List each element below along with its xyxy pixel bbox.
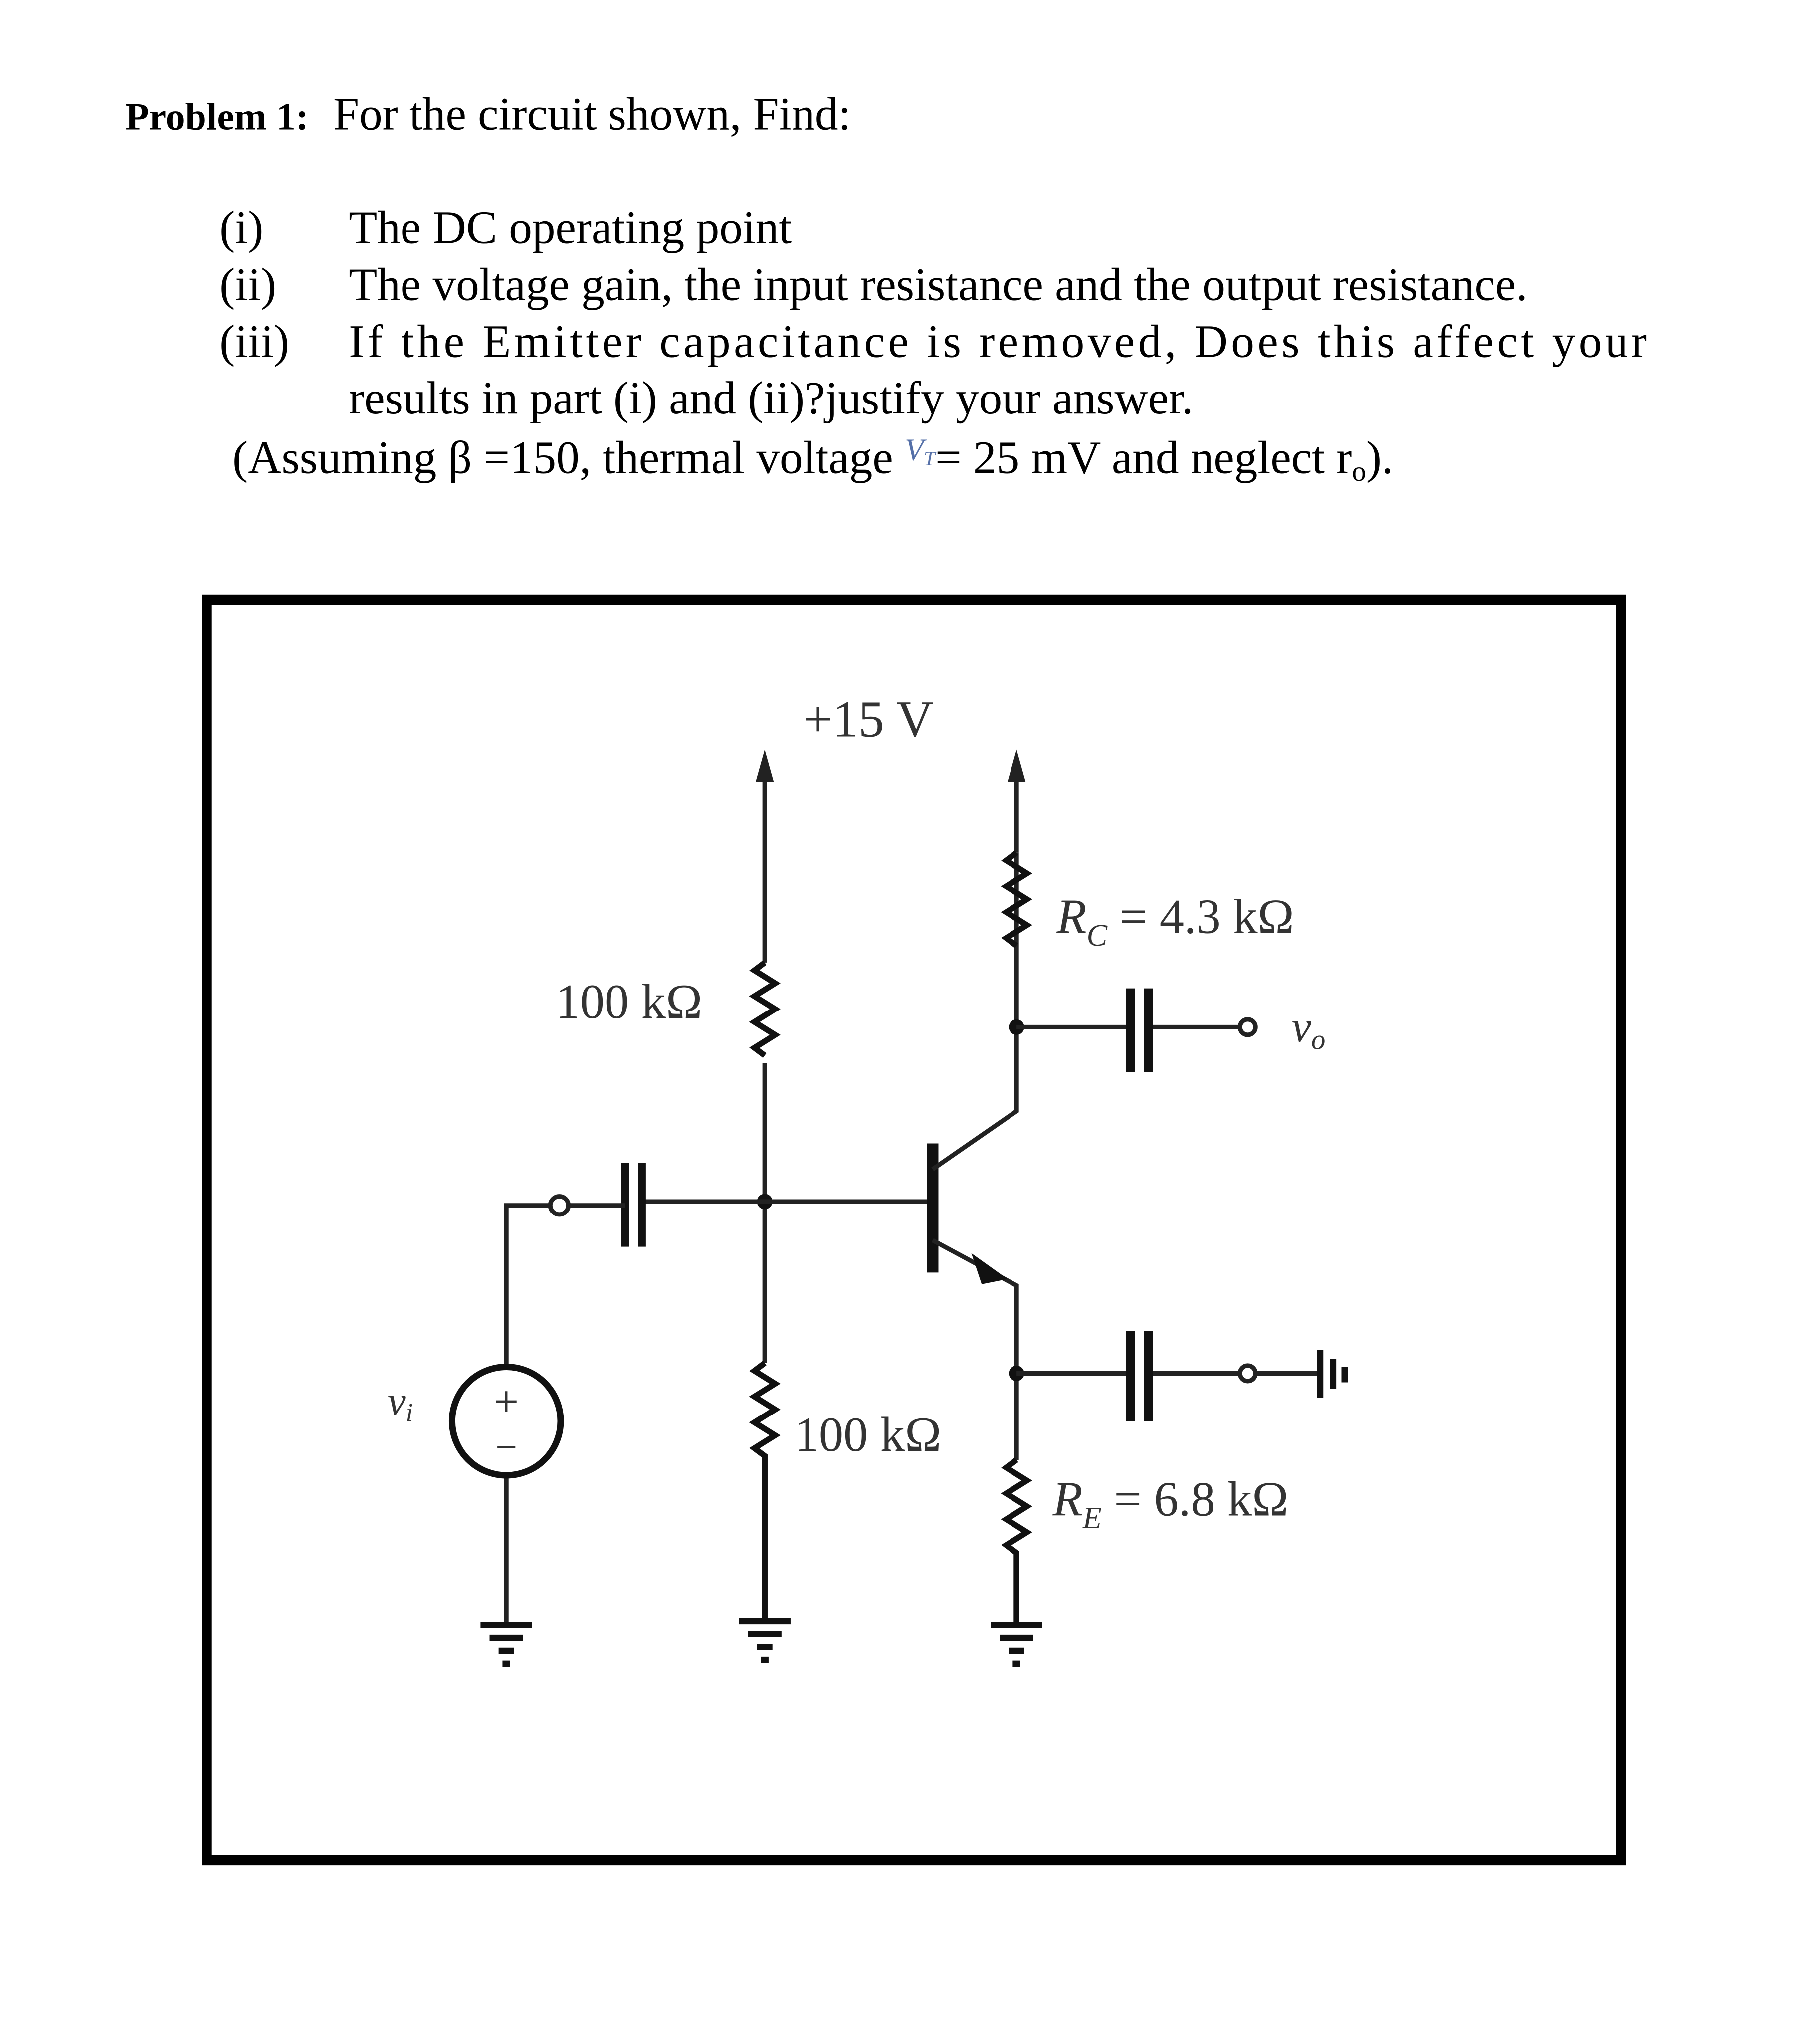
resistor-r2 (749, 1361, 781, 1621)
input-capacitor (621, 1163, 646, 1247)
source-plus: + (494, 1378, 519, 1426)
supply-arrow-right-icon (1008, 749, 1026, 782)
re-label: RE = 6.8 kΩ (1052, 1472, 1289, 1535)
vt-symbol: V (905, 433, 927, 467)
input-terminal[interactable] (548, 1194, 571, 1217)
source-minus: − (495, 1425, 517, 1468)
vi-label: vi (388, 1378, 413, 1427)
vt-subscript: T (924, 447, 937, 470)
supply-arrow-left-icon (756, 749, 774, 782)
item-num-1: (i) (219, 202, 263, 253)
bypass-ground-icon (1317, 1350, 1348, 1398)
bypass-terminal (1237, 1363, 1258, 1384)
vo-label: vo (1292, 1003, 1326, 1056)
r2-label: 100 kΩ (795, 1408, 942, 1462)
r1-label: 100 kΩ (556, 975, 703, 1029)
assumption-line: (Assuming β =150, thermal voltage VT= 25… (232, 432, 1393, 487)
resistor-r1 (749, 960, 781, 1058)
collector-lead (931, 852, 1019, 1171)
ro-subscript: o (1352, 456, 1366, 487)
output-capacitor (1125, 988, 1153, 1073)
emitter-lead (931, 1238, 1019, 1460)
output-terminal[interactable] (1237, 1017, 1258, 1037)
voltage-source-icon (448, 1364, 564, 1479)
resistor-re (1001, 1457, 1032, 1625)
item-num-2: (ii) (219, 259, 276, 310)
ground-icon (480, 1618, 1042, 1667)
supply-label: +15 V (804, 691, 934, 748)
resistor-rc (1001, 850, 1032, 948)
problem-prompt: For the circuit shown, Find: (333, 88, 851, 140)
emitter-arrow-icon (971, 1253, 1008, 1284)
assumption-middle: = 25 mV and neglect r (935, 432, 1352, 483)
item-text-2: The voltage gain, the input resistance a… (349, 259, 1527, 310)
circuit-frame (202, 594, 1626, 1866)
circuit-diagram: +15 V 100 kΩ 100 kΩ RC = 4.3 kΩ vo (388, 691, 1348, 1667)
item-text-1: The DC operating point (349, 202, 792, 253)
assumption-suffix: ). (1366, 432, 1393, 483)
item-num-3: (iii) (219, 316, 289, 367)
rc-label: RC = 4.3 kΩ (1056, 889, 1294, 953)
item-text-3: If the Emitter capacitance is removed, D… (349, 316, 1647, 367)
emitter-capacitor (1125, 1330, 1153, 1421)
item-text-3b: results in part (i) and (ii)?justify you… (349, 373, 1193, 424)
source-wire (504, 1203, 551, 1625)
problem-label: Problem 1: (125, 95, 308, 138)
assumption-prefix: (Assuming β =150, thermal voltage (232, 432, 905, 483)
